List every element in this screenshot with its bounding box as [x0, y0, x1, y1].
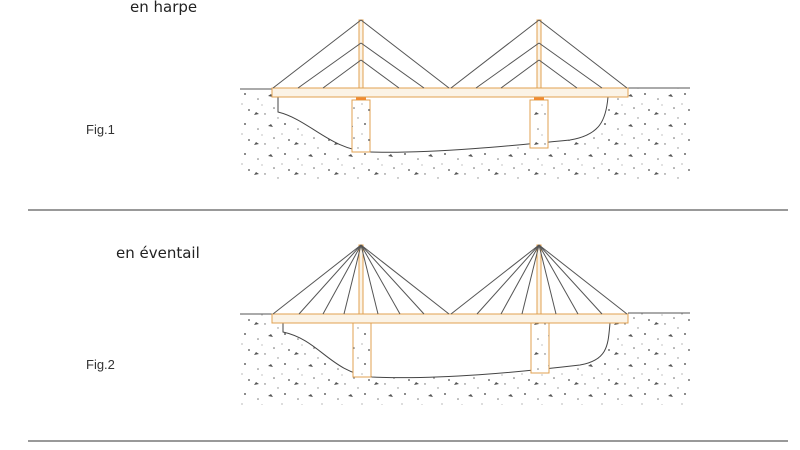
figure-2-label: Fig.2 [86, 357, 115, 372]
divider-2 [28, 440, 788, 442]
figure-1-title: en harpe [130, 0, 198, 16]
divider-1 [28, 209, 788, 211]
figure-1-label: Fig.1 [86, 122, 115, 137]
figure-2-bridge [240, 244, 690, 405]
figure-2-title: en éventail [116, 244, 200, 262]
figure-1-bridge [240, 19, 690, 180]
